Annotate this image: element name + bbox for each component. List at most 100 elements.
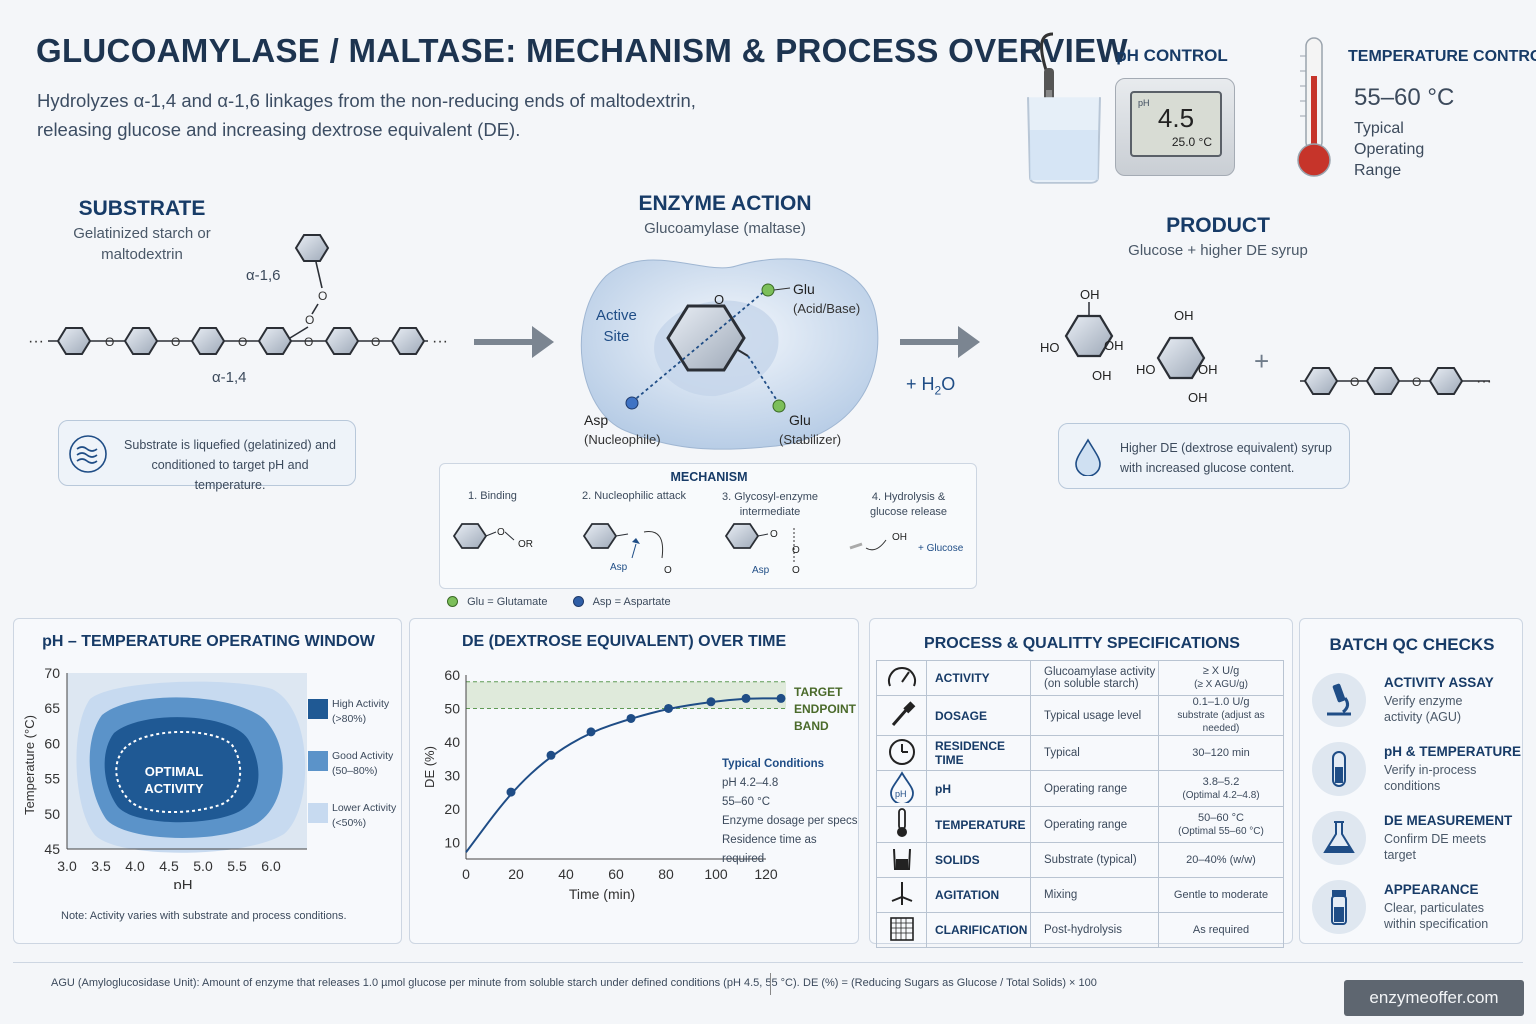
enzyme-action-title: ENZYME ACTION — [638, 192, 812, 215]
product-structures: OH HO OH OH OH HO OH OH + O O ··· — [1040, 287, 1492, 405]
spec-name: AGITATION — [926, 877, 1031, 913]
product-chain-ellipsis: ··· — [1476, 373, 1492, 390]
page-subtitle: Hydrolyzes α-1,4 and α-1,6 linkages from… — [37, 90, 696, 140]
flask-icon — [1312, 811, 1366, 865]
window-x-tick: 5.5 — [227, 858, 247, 874]
glucose2-ho: HO — [1136, 362, 1156, 377]
agu-definition: AGU (Amyloglucosidase Unit): Amount of e… — [51, 977, 800, 989]
spec-value: 20–40% (w/w) — [1158, 842, 1284, 878]
de-y-label: DE (%) — [422, 746, 437, 788]
spec-name: RESIDENCE TIME — [926, 735, 1031, 771]
spec-desc: Glucoamylase activity(on soluble starch) — [1030, 660, 1159, 696]
glucose-molecule-1: OH HO OH OH — [1040, 287, 1124, 383]
substrate-chain: ··· O O O O O ··· O O α-1,6 α-1,4 — [28, 234, 448, 386]
step3-oxygen-2: O — [792, 545, 800, 556]
window-x-tick: 5.0 — [193, 858, 213, 874]
legend-high-swatch — [308, 699, 328, 719]
enzyme-structure: O — [580, 258, 879, 450]
de-y-tick: 50 — [444, 700, 460, 716]
ph-meter-temp: 25.0 °C — [1171, 135, 1212, 149]
svg-text:pH: pH — [895, 789, 907, 799]
active-site-oxygen: O — [714, 292, 724, 307]
optimal-label-1: OPTIMAL — [145, 764, 204, 779]
spec-value: ≥ X U/g(≥ X AGU/g) — [1158, 660, 1284, 696]
vial-icon — [1312, 880, 1366, 934]
product-title: PRODUCT — [1166, 214, 1270, 237]
legend-lower-swatch — [308, 803, 328, 823]
spec-desc: Post-hydrolysis — [1030, 912, 1159, 948]
microscope-icon — [1312, 673, 1366, 727]
branch-o-2: O — [305, 313, 314, 327]
activity-legend: High Activity (>80%) Good Activity (50–8… — [308, 697, 402, 853]
de-data-point — [664, 703, 673, 713]
typical-conditions: Typical Conditions pH 4.2–4.8 55–60 °C E… — [722, 758, 858, 865]
target-band — [466, 681, 786, 709]
substrate-subtitle: Gelatinized starch or maltodextrin — [73, 225, 211, 263]
mechanism-title: MECHANISM — [670, 470, 748, 484]
mechanism-legend: Glu = Glutamate Asp = Aspartate — [447, 596, 671, 608]
footer: AGU (Amyloglucosidase Unit): Amount of e… — [13, 962, 1523, 1006]
thermometer-icon — [892, 808, 912, 842]
operating-window-title: pH – TEMPERATURE OPERATING WINDOW — [42, 633, 375, 650]
water-label: + H2O — [906, 374, 956, 398]
ph-meter-label: pH — [1138, 98, 1150, 108]
legend-good: Good Activity (50–80%) — [308, 749, 402, 801]
chain-right-ellipsis: ··· — [432, 333, 448, 350]
product-bond-o-1: O — [1350, 375, 1359, 389]
window-x-tick: 4.5 — [159, 858, 179, 874]
de-y-tick: 20 — [444, 801, 460, 817]
de-data-point — [586, 727, 596, 737]
beaker-icon — [887, 848, 917, 877]
window-y-tick: 65 — [44, 700, 60, 716]
ph-meter: pH 4.5 25.0 °C — [1115, 78, 1235, 176]
step3-oxygen-1: O — [770, 529, 778, 540]
de-y-tick: 10 — [444, 834, 460, 850]
glu-acid-base-label: Glu (Acid/Base) — [793, 281, 861, 316]
product-bond-o-2: O — [1412, 375, 1421, 389]
active-site-label: Active Site — [596, 307, 637, 345]
asp-nucleophile-label: Asp (Nucleophile) — [584, 412, 661, 447]
step3-oxygen-3: O — [792, 565, 800, 576]
product-subtitle: Glucose + higher DE syrup — [1128, 242, 1308, 259]
enzyme-action-subtitle: Glucoamylase (maltase) — [644, 220, 806, 237]
arrow-right-icon — [474, 326, 554, 358]
mechanism-step-2: 2. Nucleophilic attack — [582, 490, 686, 502]
de-y-tick: 40 — [444, 734, 460, 750]
legend-high: High Activity (>80%) — [308, 697, 402, 749]
band-label-3: BAND — [794, 719, 829, 733]
step2-asp: Asp — [610, 562, 628, 573]
product-note: Higher DE (dextrose equivalent) syrup wi… — [1058, 423, 1350, 489]
spec-value: 3.8–5.2(Optimal 4.2–4.8) — [1158, 770, 1284, 807]
glucose1-ho: HO — [1040, 340, 1060, 355]
mechanism-diagram: O OR Asp O O O Asp O OH + Glucose — [452, 523, 964, 576]
window-y-tick: 70 — [44, 665, 60, 681]
asp-legend-dot — [572, 596, 584, 607]
spec-desc: Mixing — [1030, 877, 1159, 913]
bond-o-4: O — [304, 335, 313, 349]
de-data-point — [506, 787, 516, 797]
spec-value: Gentle to moderate — [1158, 877, 1284, 913]
de-data-point — [741, 693, 751, 703]
batch-qc-title: BATCH QC CHECKS — [1329, 635, 1495, 654]
alpha-16-label: α-1,6 — [246, 267, 281, 284]
step2-oxygen: O — [664, 565, 672, 576]
water-drop-icon — [1075, 438, 1101, 476]
ph-control-title: pH CONTROL — [1116, 46, 1228, 65]
band-label-1: TARGET — [794, 685, 843, 699]
optimal-label-2: ACTIVITY — [144, 781, 204, 796]
temperature-control-title: TEMPERATURE CONTROL — [1348, 48, 1536, 65]
window-x-tick: 3.5 — [91, 858, 111, 874]
